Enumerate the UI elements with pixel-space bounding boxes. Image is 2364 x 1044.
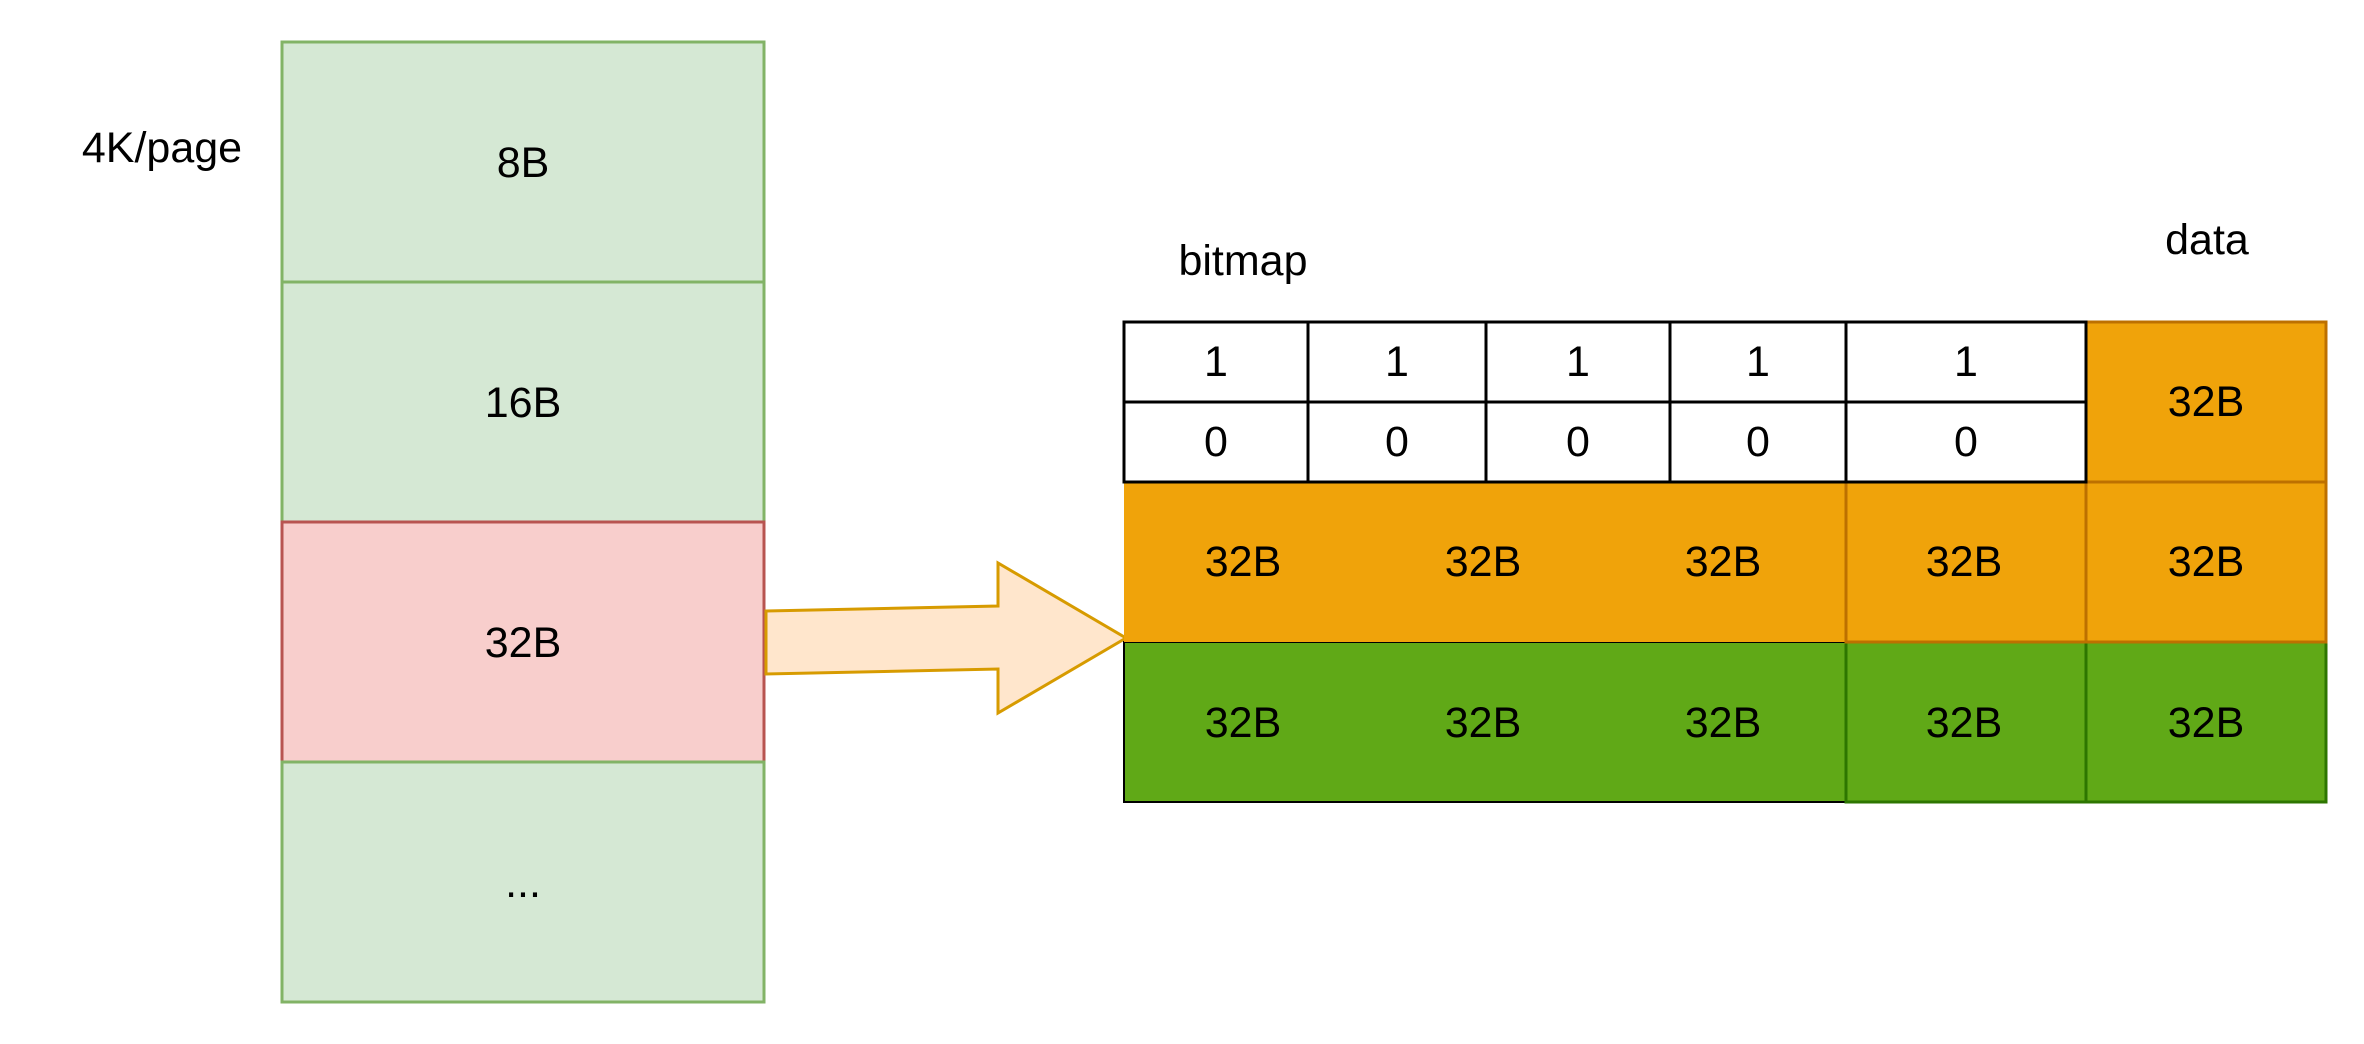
bitmap-bit: 1 — [1746, 338, 1770, 386]
bitmap-bit: 1 — [1954, 338, 1978, 386]
size-class-16b-label: 16B — [485, 379, 562, 427]
orange-row-merged-block — [1124, 482, 1846, 642]
size-class-32b-block — [280, 520, 766, 764]
bitmap-bit: 0 — [1385, 418, 1409, 466]
page-size-label: 4K/page — [82, 124, 242, 172]
size-class-more-block — [280, 760, 766, 1004]
bitmap-cell — [1484, 320, 1672, 404]
green-cell-label: 32B — [1926, 699, 2003, 747]
bitmap-bit: 1 — [1385, 338, 1409, 386]
orange-cell-label: 32B — [1926, 538, 2003, 586]
bitmap-grid: 1 1 1 1 1 0 0 0 0 0 — [1122, 320, 2088, 484]
size-class-more-label: ... — [505, 859, 541, 907]
orange-cell-label: 32B — [1685, 538, 1762, 586]
bitmap-cell — [1844, 320, 2088, 404]
orange-cell-label: 32B — [1205, 538, 1282, 586]
orange-cell-label: 32B — [1445, 538, 1522, 586]
green-row-merged-block — [1123, 641, 1847, 803]
size-class-32b-label: 32B — [485, 619, 562, 667]
orange-cell-label: 32B — [2168, 538, 2245, 586]
data-corner-block — [2084, 320, 2328, 484]
data-corner-label: 32B — [2168, 378, 2245, 426]
bitmap-bit: 0 — [1954, 418, 1978, 466]
green-cell-label: 32B — [1445, 699, 1522, 747]
green-row-block — [2084, 640, 2328, 804]
bitmap-cell — [1668, 400, 1848, 484]
green-cell-label: 32B — [2168, 699, 2245, 747]
bitmap-cell — [1844, 400, 2088, 484]
size-class-8b-label: 8B — [497, 139, 550, 187]
bitmap-cell — [1122, 400, 1310, 484]
bitmap-cell — [1484, 400, 1672, 484]
bitmap-label: bitmap — [1178, 237, 1307, 285]
size-class-16b-block — [280, 280, 766, 524]
orange-row-block — [1844, 480, 2088, 644]
bitmap-cell — [1668, 320, 1848, 404]
data-label: data — [2165, 216, 2249, 264]
bitmap-bit: 0 — [1566, 418, 1590, 466]
bitmap-bit: 0 — [1204, 418, 1228, 466]
bitmap-bit: 1 — [1204, 338, 1228, 386]
green-cell-label: 32B — [1685, 699, 1762, 747]
green-row-block — [1844, 640, 2088, 804]
bitmap-bit: 0 — [1746, 418, 1770, 466]
bitmap-bit: 1 — [1566, 338, 1590, 386]
orange-row: 32B 32B 32B 32B 32B — [1124, 480, 2328, 644]
size-class-8b-block — [280, 40, 766, 284]
expand-arrow — [764, 560, 1129, 716]
size-class-column: 8B 16B 32B ... — [280, 40, 766, 1004]
green-row: 32B 32B 32B 32B 32B — [1123, 640, 2328, 804]
orange-row-block — [2084, 480, 2328, 644]
green-cell-label: 32B — [1205, 699, 1282, 747]
bitmap-cell — [1306, 320, 1488, 404]
bitmap-cell — [1306, 400, 1488, 484]
